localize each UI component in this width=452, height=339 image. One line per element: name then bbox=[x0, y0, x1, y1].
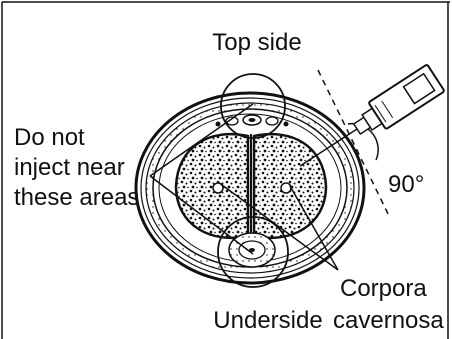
label-warning-line-2: inject near bbox=[14, 154, 125, 181]
label-corpora-line-2: cavernosa bbox=[333, 307, 444, 334]
label-top-side: Top side bbox=[212, 29, 301, 56]
label-corpora-line-1: Corpora bbox=[340, 275, 427, 302]
label-underside: Underside bbox=[213, 307, 322, 334]
urethra bbox=[229, 233, 275, 267]
label-warning-line-1: Do not bbox=[14, 124, 85, 151]
label-angle: 90° bbox=[388, 171, 424, 198]
label-warning-line-3: these areas bbox=[14, 184, 139, 211]
